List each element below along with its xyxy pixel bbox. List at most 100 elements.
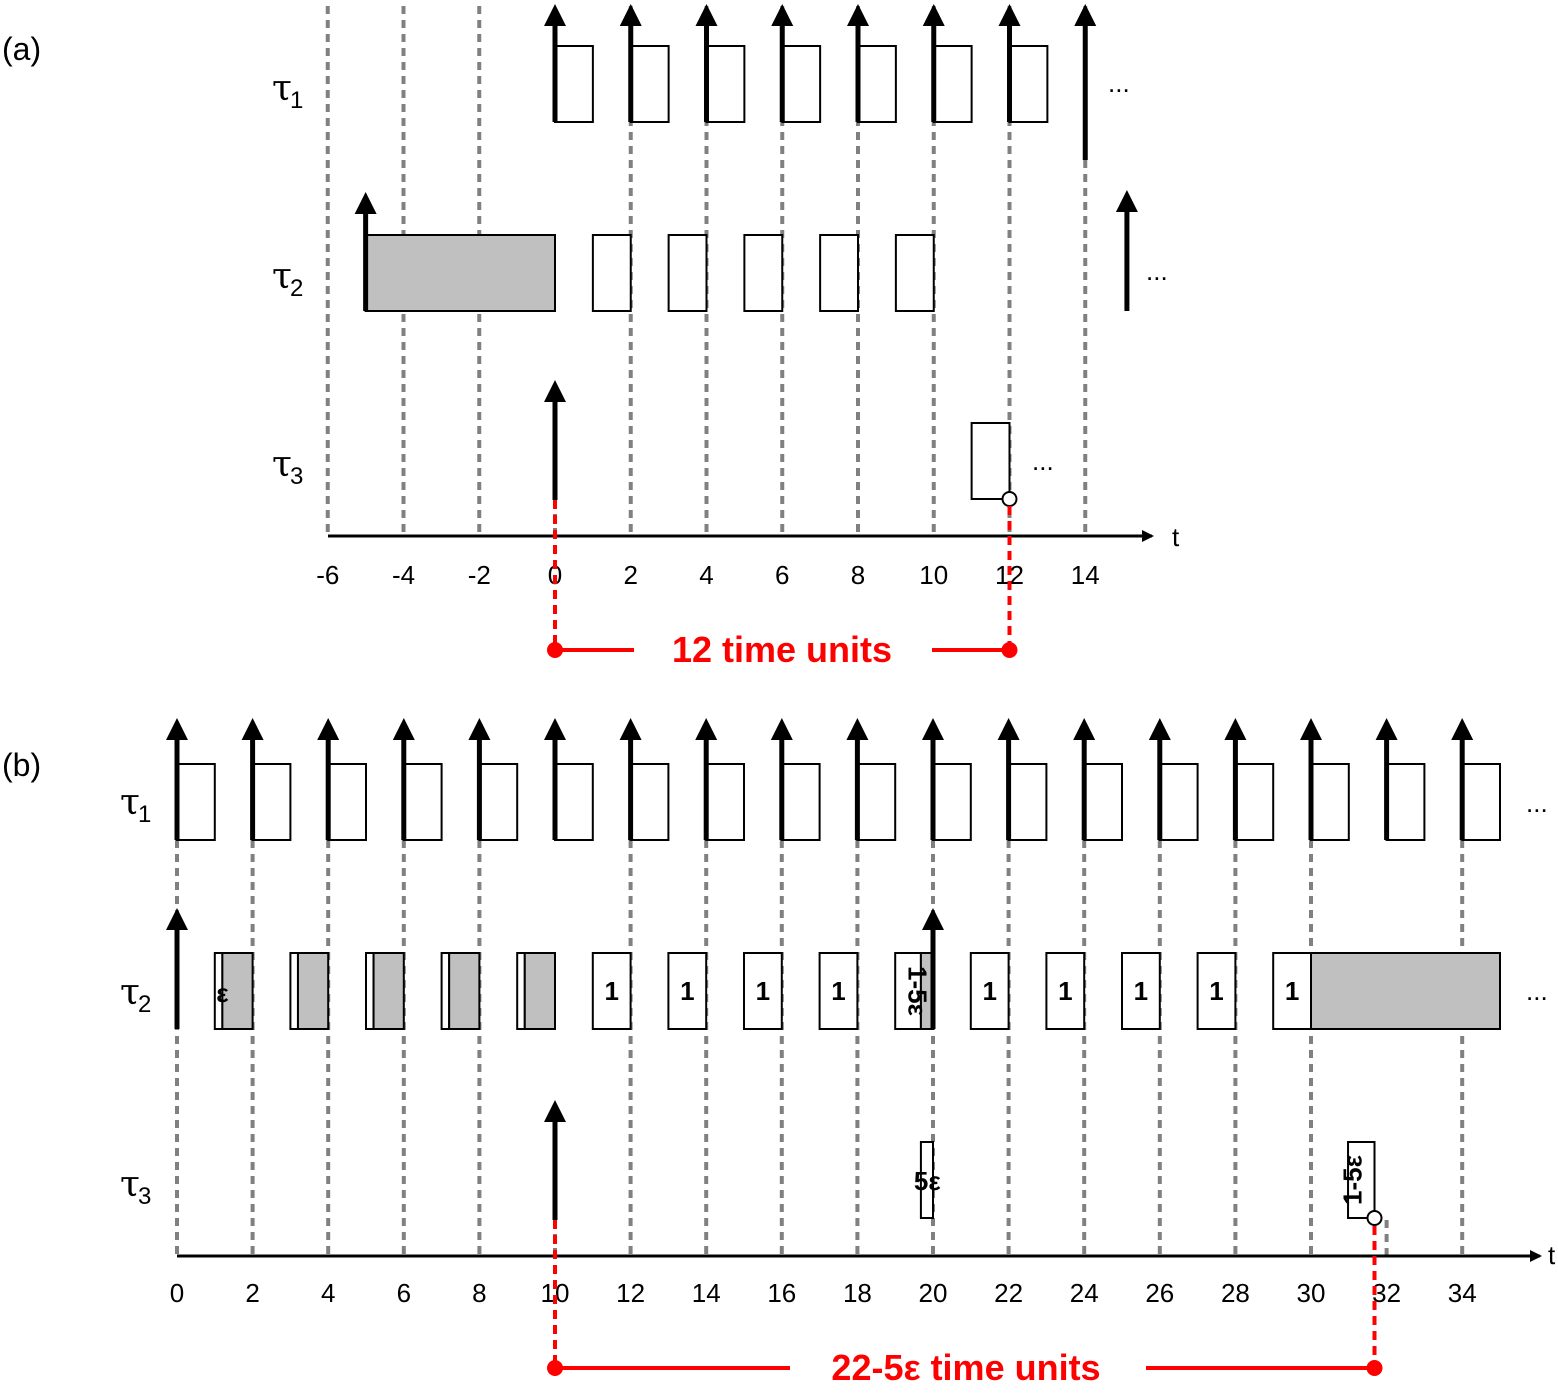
tau1-job bbox=[402, 763, 443, 841]
tau3-completion-marker bbox=[1366, 1210, 1383, 1226]
tau1-job bbox=[478, 763, 519, 841]
tau1-release-arrow bbox=[544, 718, 566, 840]
panel-a-task-label-3: τ 3 bbox=[272, 444, 303, 490]
tau2-blocked-interval bbox=[296, 952, 330, 1030]
tau2-epsilon-label: ε bbox=[216, 978, 228, 1008]
tau1-job bbox=[780, 763, 821, 841]
release-arrow-head bbox=[922, 908, 944, 930]
tick-label: -2 bbox=[468, 560, 491, 590]
tick-label: 14 bbox=[1071, 560, 1100, 590]
release-arrow-head bbox=[166, 718, 188, 740]
panel-b-task-label-2: τ 2 bbox=[120, 972, 151, 1018]
tau3-job-label: 1-5ε bbox=[1337, 1155, 1367, 1205]
release-arrow-head bbox=[317, 718, 340, 740]
tick-label: 4 bbox=[321, 1278, 335, 1308]
tau2-job-label: 1 bbox=[756, 976, 770, 1006]
tau1-job bbox=[1385, 763, 1426, 841]
release-arrow-head bbox=[998, 4, 1021, 26]
tau2-job bbox=[1196, 952, 1237, 1030]
tau1-job bbox=[932, 763, 972, 841]
tau1-release-arrow bbox=[695, 4, 718, 122]
tau1-job bbox=[327, 763, 368, 841]
tau1-release-arrow bbox=[1451, 718, 1474, 840]
tau2-job bbox=[1272, 952, 1312, 1030]
tau1-release-arrow bbox=[922, 718, 944, 840]
tau2-blocked-interval bbox=[448, 952, 481, 1030]
tau2-blocked-interval bbox=[523, 952, 557, 1030]
tau2-blocked-interval bbox=[1310, 952, 1501, 1030]
tau1-release-arrow bbox=[392, 718, 415, 840]
tau-symbol: τ bbox=[272, 256, 292, 297]
release-arrow-head bbox=[544, 1100, 566, 1122]
span-end-dot bbox=[1366, 1360, 1383, 1376]
tau-subscript: 1 bbox=[138, 801, 151, 828]
tick-label: 32 bbox=[1372, 1278, 1401, 1308]
tau2-blocked-interval bbox=[221, 952, 254, 1030]
tau2-job bbox=[1045, 952, 1086, 1030]
tau2-release-arrow bbox=[922, 908, 944, 1029]
tau1-job bbox=[176, 763, 216, 841]
release-arrow-head bbox=[1451, 718, 1474, 740]
release-arrow-head bbox=[695, 4, 718, 26]
tick-label: 10 bbox=[919, 560, 948, 590]
tau1-job bbox=[629, 45, 670, 123]
tau1-release-arrow bbox=[619, 4, 642, 122]
tau1-job bbox=[705, 45, 746, 123]
release-arrow-head bbox=[468, 718, 491, 740]
tick-label: 2 bbox=[245, 1278, 259, 1308]
panel-b-span-label: 22-5ε time units bbox=[831, 1347, 1100, 1388]
tau2-job-label: 1 bbox=[680, 976, 694, 1006]
tau2-job-label: 1 bbox=[1285, 976, 1299, 1006]
tau1-job bbox=[1083, 763, 1123, 841]
tau-subscript: 2 bbox=[290, 275, 303, 302]
tau1-job bbox=[1234, 763, 1275, 841]
tick-label: 0 bbox=[170, 1278, 184, 1308]
tau2-epsilon-slice bbox=[289, 952, 299, 1030]
tau1-job bbox=[705, 763, 746, 841]
tick-label: 14 bbox=[692, 1278, 721, 1308]
tau2-blocked-interval bbox=[364, 234, 556, 312]
release-arrow-head bbox=[166, 908, 188, 930]
span-end-dot bbox=[1001, 642, 1018, 658]
panel-b-ellipsis-tau2: ... bbox=[1526, 976, 1548, 1006]
tick-label: 6 bbox=[775, 560, 789, 590]
release-arrow-head bbox=[354, 192, 377, 214]
release-arrow-head bbox=[1074, 4, 1097, 26]
release-arrow-head bbox=[1300, 718, 1322, 740]
tau1-release-arrow bbox=[1073, 718, 1096, 840]
tau-symbol: τ bbox=[272, 68, 292, 109]
release-arrow-head bbox=[544, 380, 566, 402]
tick-label: 24 bbox=[1070, 1278, 1099, 1308]
tau1-job bbox=[1008, 45, 1049, 123]
tau-subscript: 3 bbox=[290, 463, 303, 490]
schedule-graphics: -6-4-20246810121402468101214161820222426… bbox=[166, 4, 1542, 1376]
tau-symbol: τ bbox=[272, 444, 292, 485]
panel-b-axis-label: t bbox=[1548, 1240, 1556, 1270]
tau-subscript: 1 bbox=[290, 87, 303, 114]
tau2-job-label: 1 bbox=[1209, 976, 1223, 1006]
tau2-job-label: 1 bbox=[604, 976, 618, 1006]
panel-a-task-label-2: τ 2 bbox=[272, 256, 303, 302]
tick-label: 2 bbox=[624, 560, 638, 590]
release-arrow-head bbox=[922, 718, 944, 740]
tau2-release-arrow bbox=[1115, 190, 1138, 311]
tick-label: 18 bbox=[843, 1278, 872, 1308]
tau-subscript: 2 bbox=[138, 991, 151, 1018]
tick-label: 4 bbox=[699, 560, 713, 590]
tau1-release-arrow bbox=[695, 718, 718, 840]
tau1-job bbox=[1158, 763, 1199, 841]
panel-b-task-label-1: τ 1 bbox=[120, 782, 151, 828]
tau1-job bbox=[1310, 763, 1350, 841]
tau2-job-label: 1 bbox=[1134, 976, 1148, 1006]
tick-label: 26 bbox=[1145, 1278, 1174, 1308]
panel-a-label: (a) bbox=[2, 31, 41, 67]
tau1-release-arrow bbox=[619, 718, 642, 840]
tick-label: 28 bbox=[1221, 1278, 1250, 1308]
tau3-job bbox=[970, 422, 1011, 500]
tau1-release-arrow bbox=[1300, 718, 1322, 840]
tau3-job-slice bbox=[919, 1141, 934, 1219]
tau2-job bbox=[591, 234, 632, 312]
tau1-release-arrow bbox=[1224, 718, 1247, 840]
tau2-job bbox=[1121, 952, 1161, 1030]
tau1-release-arrow bbox=[998, 4, 1021, 122]
